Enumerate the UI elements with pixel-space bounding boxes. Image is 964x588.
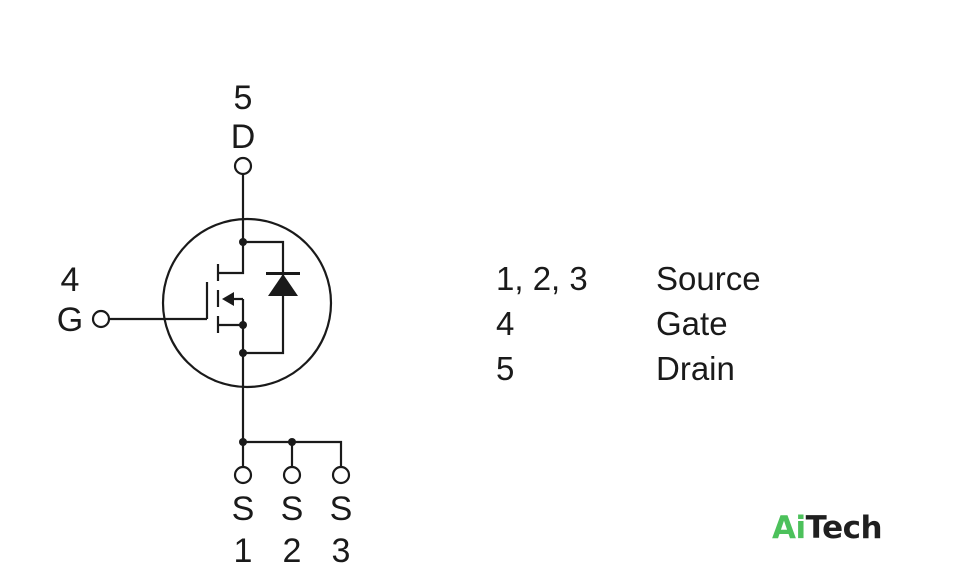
source1-pin-number: 1 (234, 532, 253, 570)
source-connection (218, 323, 245, 353)
source2-pin-letter: S (281, 490, 304, 528)
source-bus (243, 440, 343, 466)
legend-name: Gate (656, 305, 728, 342)
gate-terminal (91, 309, 111, 329)
legend-pins: 1, 2, 3 (496, 260, 588, 297)
junction-dot (239, 238, 247, 246)
aitech-logo: AiTech (772, 510, 883, 546)
body-arrow (222, 292, 234, 306)
legend-pins: 5 (496, 350, 515, 387)
legend-row-source: 1, 2, 3 Source (496, 256, 761, 301)
source-terminal-1 (233, 465, 253, 485)
legend-row-drain: 5 Drain (496, 346, 761, 391)
logo-part-tech: Tech (805, 510, 883, 546)
junction-dot (239, 349, 247, 357)
gate-pin-number: 4 (61, 261, 80, 299)
source3-pin-letter: S (330, 490, 353, 528)
junction-dot (288, 438, 296, 446)
source1-pin-letter: S (232, 490, 255, 528)
source3-pin-number: 3 (332, 532, 351, 570)
pin-legend: 1, 2, 3 Source 4 Gate 5 Drain (496, 256, 761, 391)
source-terminal-3 (331, 465, 351, 485)
junction-dot (239, 321, 247, 329)
logo-part-ai: Ai (772, 510, 806, 546)
drain-terminal (233, 156, 253, 176)
diode-branch (243, 240, 285, 355)
package-circle (161, 217, 333, 389)
legend-name: Source (656, 260, 761, 297)
gate-pin-letter: G (57, 301, 83, 339)
drain-pin-number: 5 (234, 79, 253, 117)
diode-triangle (268, 274, 298, 296)
legend-name: Drain (656, 350, 735, 387)
drain-connection (218, 242, 245, 275)
source2-pin-number: 2 (283, 532, 302, 570)
drain-pin-letter: D (231, 118, 256, 156)
diode-bar (266, 272, 300, 275)
source-terminal-2 (282, 465, 302, 485)
junction-dot (239, 438, 247, 446)
legend-pins: 4 (496, 305, 515, 342)
legend-row-gate: 4 Gate (496, 301, 761, 346)
